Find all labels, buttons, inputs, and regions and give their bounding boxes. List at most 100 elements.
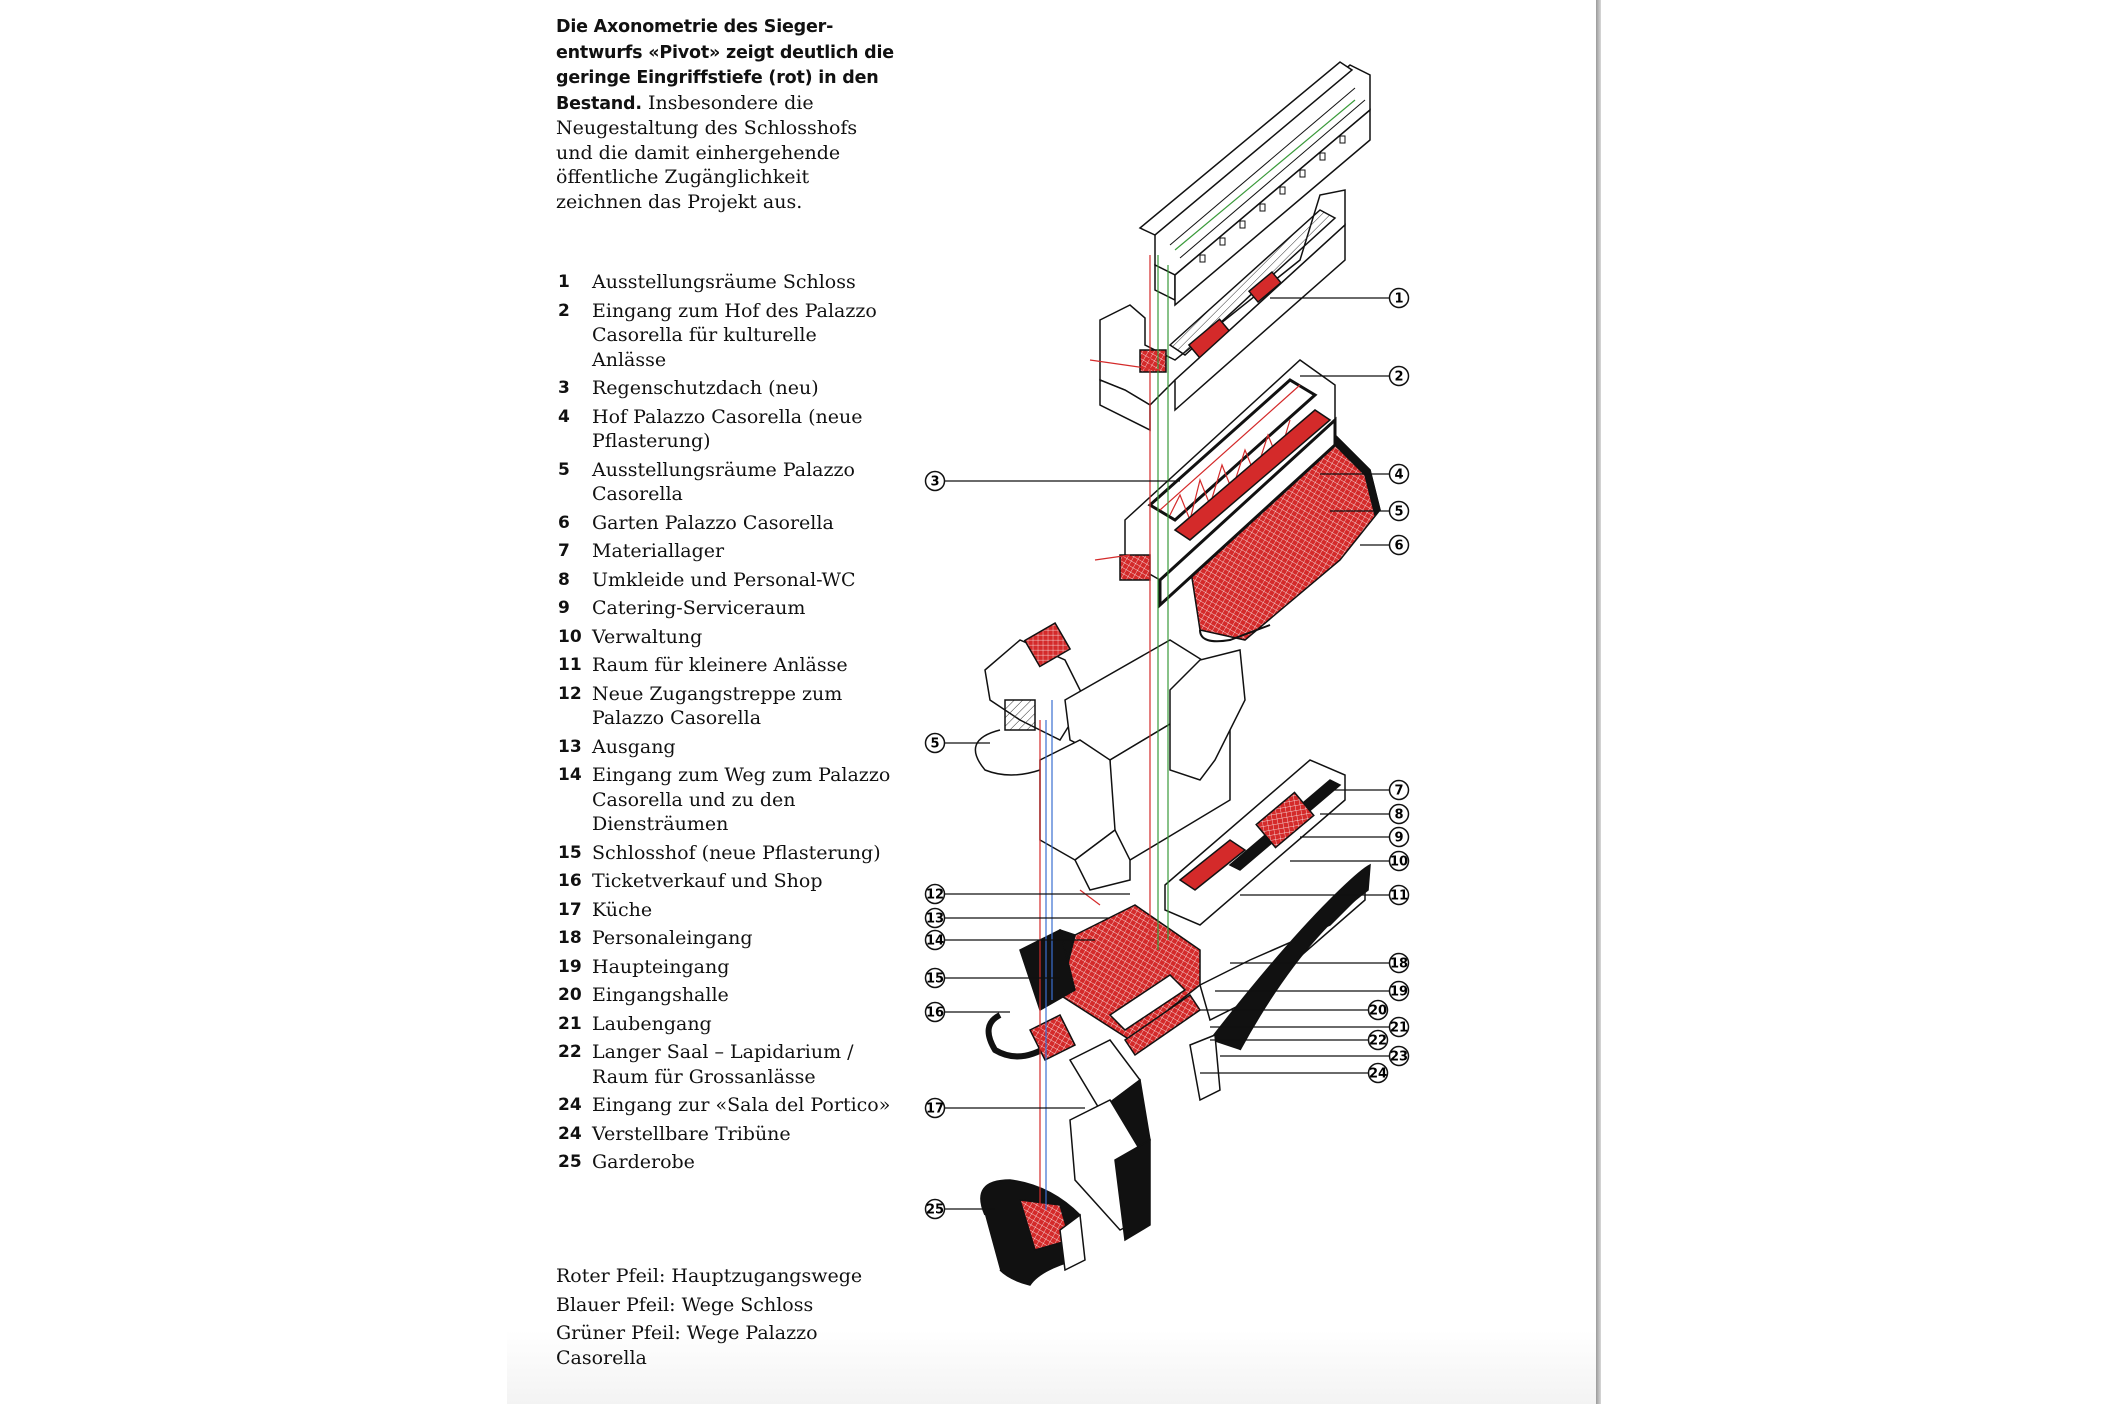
legend-item: 15 Schlosshof (neue Pflasterung) <box>556 841 896 866</box>
legend-label: Laubengang <box>592 1012 712 1035</box>
page-bottom-fade <box>507 1330 1596 1404</box>
legend-label: Verwaltung <box>592 625 703 648</box>
legend-number: 2 <box>558 300 570 321</box>
legend-label: Verstellbare Tribüne <box>592 1122 791 1145</box>
legend-number: 24 <box>558 1123 582 1144</box>
legend-number: 10 <box>558 626 582 647</box>
legend-label: Ausgang <box>592 735 676 758</box>
legend-number: 17 <box>558 899 582 920</box>
legend-label: Raum für kleinere Anlässe <box>592 654 848 676</box>
callout-circle <box>1388 779 1410 801</box>
callout-circle <box>1388 850 1410 872</box>
legend-label: Ausstellungsräume Palazzo Casorella <box>592 458 855 506</box>
callout-circle <box>1388 952 1410 974</box>
callout-number: 23 <box>1390 1050 1408 1065</box>
callout-circle <box>1388 980 1410 1002</box>
legend-label: Eingang zur «Sala del Portico» <box>592 1094 891 1116</box>
legend-label: Hof Palazzo Casorella (neue Pflasterung) <box>592 405 863 453</box>
legend-number: 25 <box>558 1152 582 1172</box>
legend-number: 1 <box>558 272 570 292</box>
callout-circle <box>924 967 946 989</box>
legend-number: 20 <box>558 985 582 1005</box>
callout-number: 11 <box>1390 889 1408 904</box>
circulation-paths <box>1039 255 1169 1210</box>
garderobe-floor <box>980 1179 1086 1286</box>
callout-circle <box>1388 826 1410 848</box>
legend-item: 11 Raum für kleinere Anlässe <box>556 653 896 678</box>
callout-number: 8 <box>1394 808 1403 823</box>
legend-number: 12 <box>558 683 582 704</box>
callout-number: 21 <box>1390 1021 1408 1036</box>
callout-number: 12 <box>926 888 944 903</box>
legend-number: 7 <box>558 541 570 561</box>
caption-lead: Die Axonometrie des Sieger­entwurfs «Piv… <box>556 17 894 114</box>
legend-number: 15 <box>558 842 582 863</box>
callout-number: 2 <box>1394 370 1403 385</box>
callout-number: 3 <box>930 475 939 490</box>
callout-number: 5 <box>930 737 939 752</box>
legend-label: Ausstellungsräume Schloss <box>592 271 856 293</box>
callout-circle <box>924 1198 946 1220</box>
legend-label: Eingangshalle <box>592 984 729 1006</box>
callout-circle <box>1367 1062 1389 1084</box>
legend-number: 11 <box>558 655 582 675</box>
legend-label: Neue Zugangstreppe zum Palazzo Casorella <box>592 682 843 730</box>
legend-label: Umkleide und Personal-WC <box>592 568 856 591</box>
callout-circle <box>924 929 946 951</box>
legend-number: 18 <box>558 928 582 948</box>
legend-item: 21 Laubengang <box>556 1012 896 1037</box>
legend-label: Langer Saal – Lapidarium / Raum für Gros… <box>592 1041 854 1088</box>
callout-number: 4 <box>1394 468 1403 483</box>
legend-label: Regenschutzdach (neu) <box>592 377 819 399</box>
legend-label: Haupteingang <box>592 955 730 978</box>
callout-number: 24 <box>1369 1067 1387 1082</box>
arrow-legend-item: Grüner Pfeil: Wege Palazzo Casorella <box>556 1322 818 1369</box>
callout-circle <box>1388 803 1410 825</box>
legend-item: 16 Ticketverkauf und Shop <box>556 869 896 894</box>
callout-circle <box>924 732 946 754</box>
arrow-legend-item: Blauer Pfeil: Wege Schloss <box>556 1293 814 1316</box>
callout-circle <box>924 1001 946 1023</box>
callout-number: 7 <box>1394 784 1403 799</box>
callout-number: 20 <box>1369 1004 1387 1019</box>
legend-item: 8 Umkleide und Personal-WC <box>556 568 896 593</box>
legend-number: 16 <box>558 871 582 891</box>
legend-label: Ticketverkauf und Shop <box>592 870 823 892</box>
legend-label: Schlosshof (neue Pflasterung) <box>592 841 881 864</box>
schloss-wing-top <box>1138 61 1371 307</box>
legend-label: Eingang zum Hof des Palazzo Casorella fü… <box>592 299 877 371</box>
legend-number: 21 <box>558 1013 582 1034</box>
callout-circle <box>1388 500 1410 522</box>
legend-number: 9 <box>558 598 570 618</box>
legend-number: 3 <box>558 378 570 398</box>
legend-number: 8 <box>558 569 570 590</box>
callout-circle <box>1388 365 1410 387</box>
legend-item: 10 Verwaltung <box>556 625 896 650</box>
legend-list: 1 Ausstellungsräume Schloss 2 Eingang zum H… <box>556 270 896 1179</box>
page-edge-shadow <box>1596 0 1601 1404</box>
callout-circle <box>1367 1029 1389 1051</box>
callout-circle <box>924 907 946 929</box>
legend-item: 24 Verstellbare Tribüne <box>556 1122 896 1147</box>
figure-caption: Die Axonometrie des Sieger­entwurfs «Piv… <box>556 14 896 214</box>
callout-circle <box>1388 534 1410 556</box>
callout-number: 1 <box>1394 292 1403 307</box>
callout-number: 25 <box>926 1203 944 1218</box>
callout-number: 14 <box>926 934 944 949</box>
legend-item: 2 Eingang zum Hof des Palazzo Casorella f… <box>556 299 896 373</box>
callout-number: 10 <box>1390 855 1408 870</box>
palazzo-casorella-building <box>974 621 1246 891</box>
callout-circle <box>1388 884 1410 906</box>
legend-label: Garten Palazzo Casorella <box>592 511 834 534</box>
callout-number: 19 <box>1390 985 1408 1000</box>
callout-circle <box>924 883 946 905</box>
legend-item: 3 Regenschutzdach (neu) <box>556 376 896 401</box>
